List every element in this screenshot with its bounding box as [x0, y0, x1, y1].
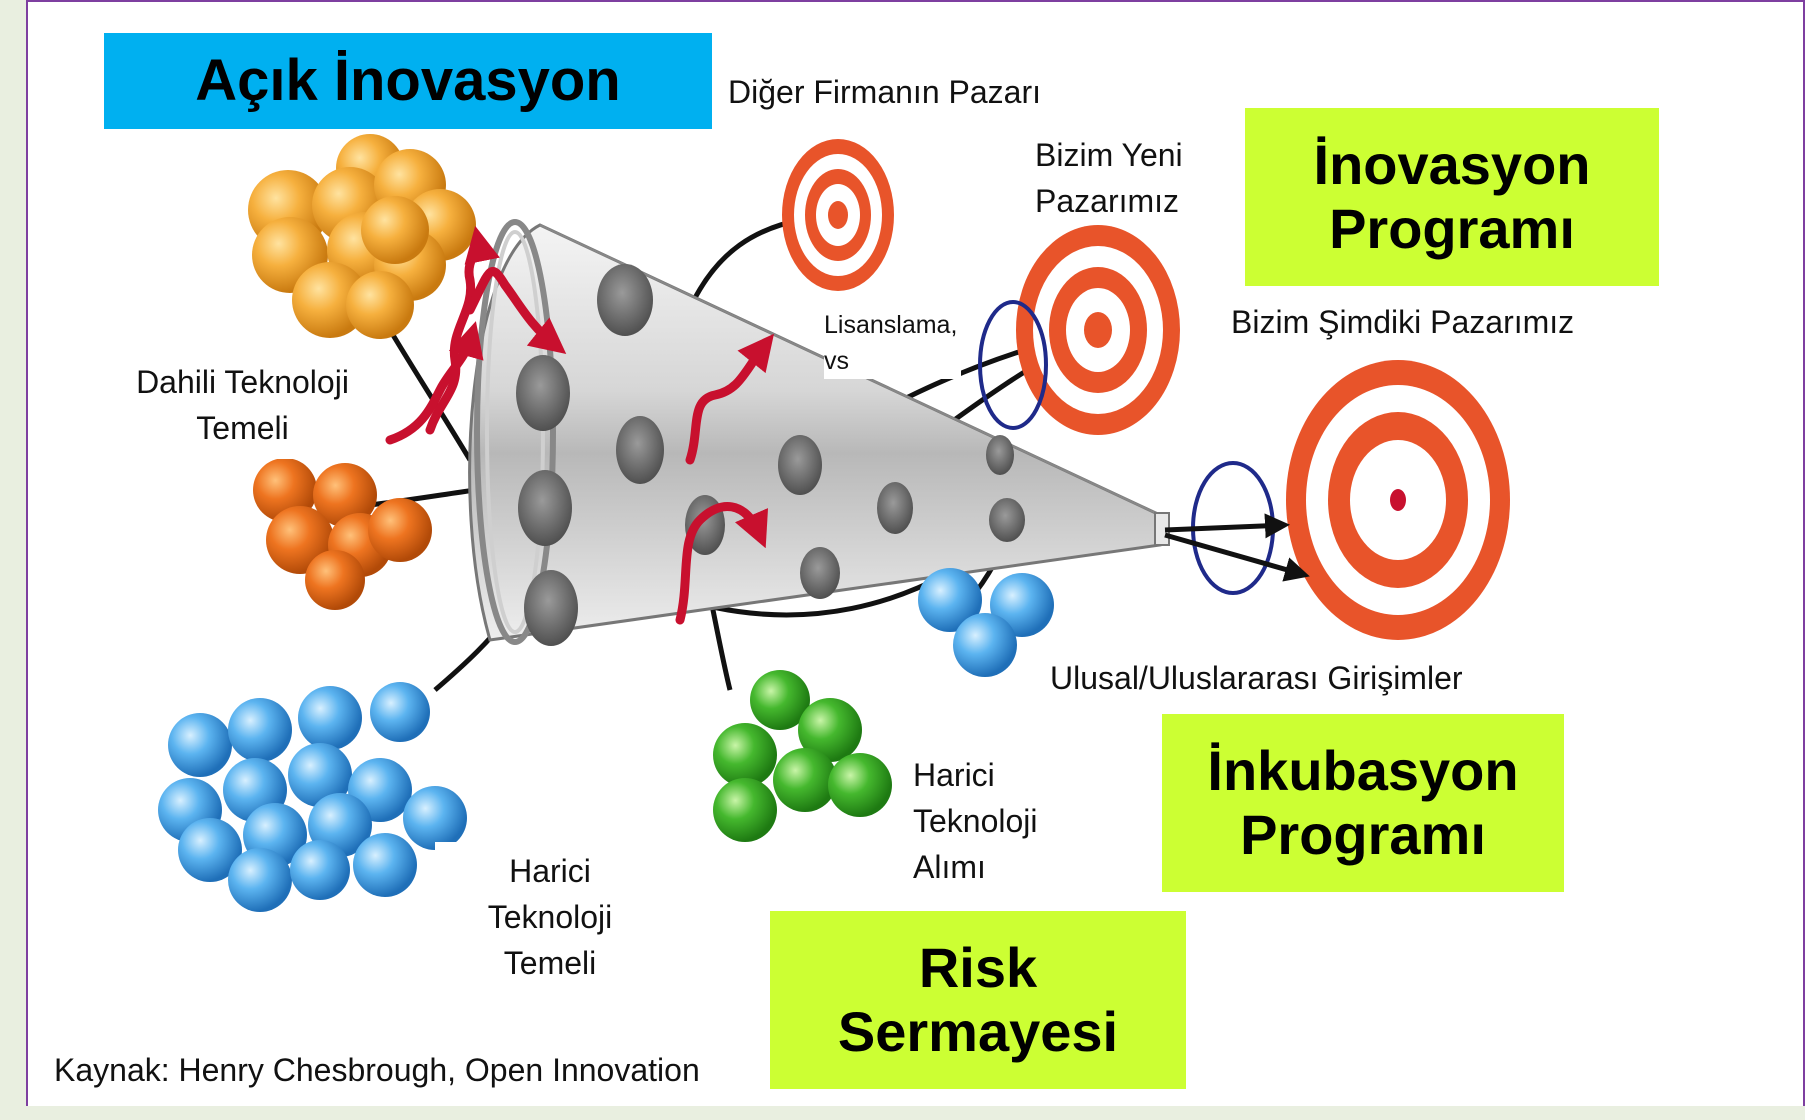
bottom-bar — [0, 1106, 1805, 1120]
title-text: Açık İnovasyon — [195, 47, 621, 113]
label-internal-tech-base: Dahili Teknoloji Temeli — [100, 355, 385, 459]
incubation-program-box: İnkubasyon Programı — [1162, 714, 1564, 892]
label-new-market: Bizim Yeni Pazarımız — [1035, 132, 1183, 224]
label-licensing-line1: Lisanslama, — [824, 311, 958, 339]
label-new-market-line1: Bizim Yeni — [1035, 137, 1183, 173]
label-ventures: Ulusal/Uluslararası Girişimler — [1038, 660, 1483, 705]
label-external-tech-base-line3: Temeli — [503, 945, 597, 981]
funnel-cone — [468, 219, 1170, 645]
green-ball-cluster — [713, 670, 892, 842]
incubation-program-line2: Programı — [1240, 803, 1486, 866]
label-internal-tech-base-line2: Temeli — [196, 410, 289, 446]
label-external-tech-acquisition-line2: Teknoloji — [913, 803, 1038, 839]
label-external-tech-base-line2: Teknoloji — [487, 899, 613, 935]
innovation-program-box: İnovasyon Programı — [1245, 108, 1659, 286]
target-new-market — [1016, 225, 1180, 435]
source-citation: Kaynak: Henry Chesbrough, Open Innovatio… — [54, 1052, 700, 1088]
label-external-tech-base-line1: Harici — [509, 853, 591, 889]
red-flow-arrows — [385, 225, 774, 625]
label-external-tech-acquisition-line3: Alımı — [913, 849, 986, 885]
blue-ball-cluster — [158, 682, 467, 912]
funnel-holes — [516, 264, 1025, 646]
innovation-program-line2: Programı — [1329, 197, 1575, 260]
licensing-ring-icon — [978, 300, 1048, 430]
target-other-firm-market — [782, 139, 894, 291]
risk-capital-box: Risk Sermayesi — [770, 911, 1186, 1089]
innovation-program-line1: İnovasyon — [1313, 132, 1591, 196]
label-new-market-line2: Pazarımız — [1035, 183, 1180, 219]
market-arrows — [1164, 513, 1310, 582]
label-licensing-line2: vs — [824, 347, 849, 375]
label-external-tech-acquisition-line1: Harici — [913, 757, 995, 793]
small-blue-ball-cluster — [918, 568, 1054, 677]
target-current-market — [1286, 360, 1510, 640]
label-licensing: Lisanslama, vs — [824, 307, 962, 379]
label-current-market: Bizim Şimdiki Pazarımız — [1231, 304, 1575, 340]
incubation-program-line1: İnkubasyon — [1207, 738, 1519, 802]
dark-orange-ball-cluster — [253, 458, 432, 610]
label-internal-tech-base-line1: Dahili Teknoloji — [136, 364, 349, 400]
orange-ball-cluster — [248, 134, 476, 339]
label-external-tech-base: Harici Teknoloji Temeli — [435, 842, 665, 986]
risk-capital-line1: Risk — [918, 935, 1038, 999]
label-external-tech-acquisition: Harici Teknoloji Alımı — [913, 752, 1038, 890]
risk-capital-line2: Sermayesi — [837, 1000, 1119, 1063]
label-other-firm-market: Diğer Firmanın Pazarı — [728, 74, 1041, 110]
title-box: Açık İnovasyon — [104, 33, 712, 129]
